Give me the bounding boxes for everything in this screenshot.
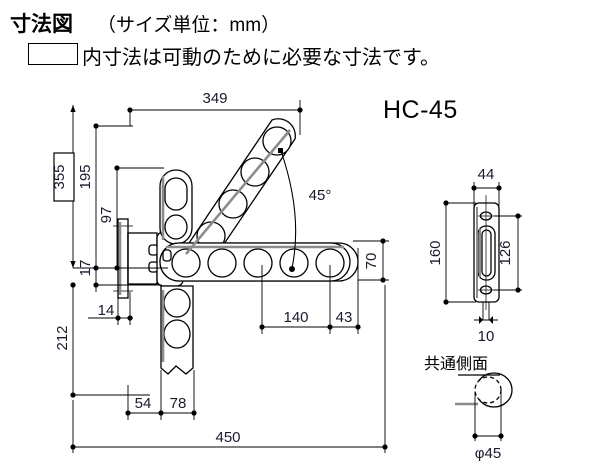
dimension-labels-side: 44 160 126 10	[427, 166, 514, 345]
dim-450: 450	[215, 429, 240, 446]
upper-vertical-arm	[159, 169, 193, 245]
pipe-section-geometry	[455, 372, 513, 408]
model-label: HC-45	[383, 96, 458, 124]
dim-43: 43	[336, 309, 353, 326]
dim-349: 349	[202, 90, 227, 107]
dim-160: 160	[427, 240, 444, 265]
dim-44: 44	[478, 166, 495, 183]
dimension-lines-pipe	[472, 392, 504, 441]
side-view-title: 共通側面	[424, 356, 489, 373]
dim-212: 212	[54, 325, 71, 350]
lower-vertical-arm	[160, 285, 194, 375]
accent-shading	[118, 129, 344, 362]
pipe-inner-dashed	[474, 376, 502, 404]
angle-label: 45°	[309, 187, 332, 204]
dim-195: 195	[77, 164, 94, 189]
page-title: 寸法図	[10, 13, 73, 36]
wall-bracket	[113, 218, 159, 299]
dim-70: 70	[363, 253, 380, 270]
main-view-geometry	[113, 118, 359, 375]
dim-78: 78	[170, 395, 187, 412]
dimension-labels-main: 349 355 195 97 17 212 14 140 43 70 54 78…	[51, 90, 380, 446]
legend-note: 内寸法は可動のために必要な寸法です。	[82, 47, 440, 69]
unit-note: （サイズ単位：mm）	[97, 15, 281, 36]
dim-phi-45: φ45	[475, 445, 501, 462]
dim-355: 355	[51, 164, 68, 189]
boxed-dim-355-frame	[53, 152, 75, 202]
side-view-geometry	[473, 195, 500, 320]
dimension-lines-main	[70, 100, 389, 453]
dim-54: 54	[135, 395, 152, 412]
dim-14: 14	[98, 302, 115, 319]
dim-126: 126	[497, 240, 514, 265]
side-plate-slot-inner	[481, 229, 492, 277]
dim-17: 17	[77, 260, 94, 277]
dim-10: 10	[478, 328, 495, 345]
boxed-dimension-swatch-icon	[28, 43, 78, 65]
dim-97: 97	[98, 207, 115, 224]
dimension-lines-side	[443, 182, 522, 324]
dim-140: 140	[283, 309, 308, 326]
